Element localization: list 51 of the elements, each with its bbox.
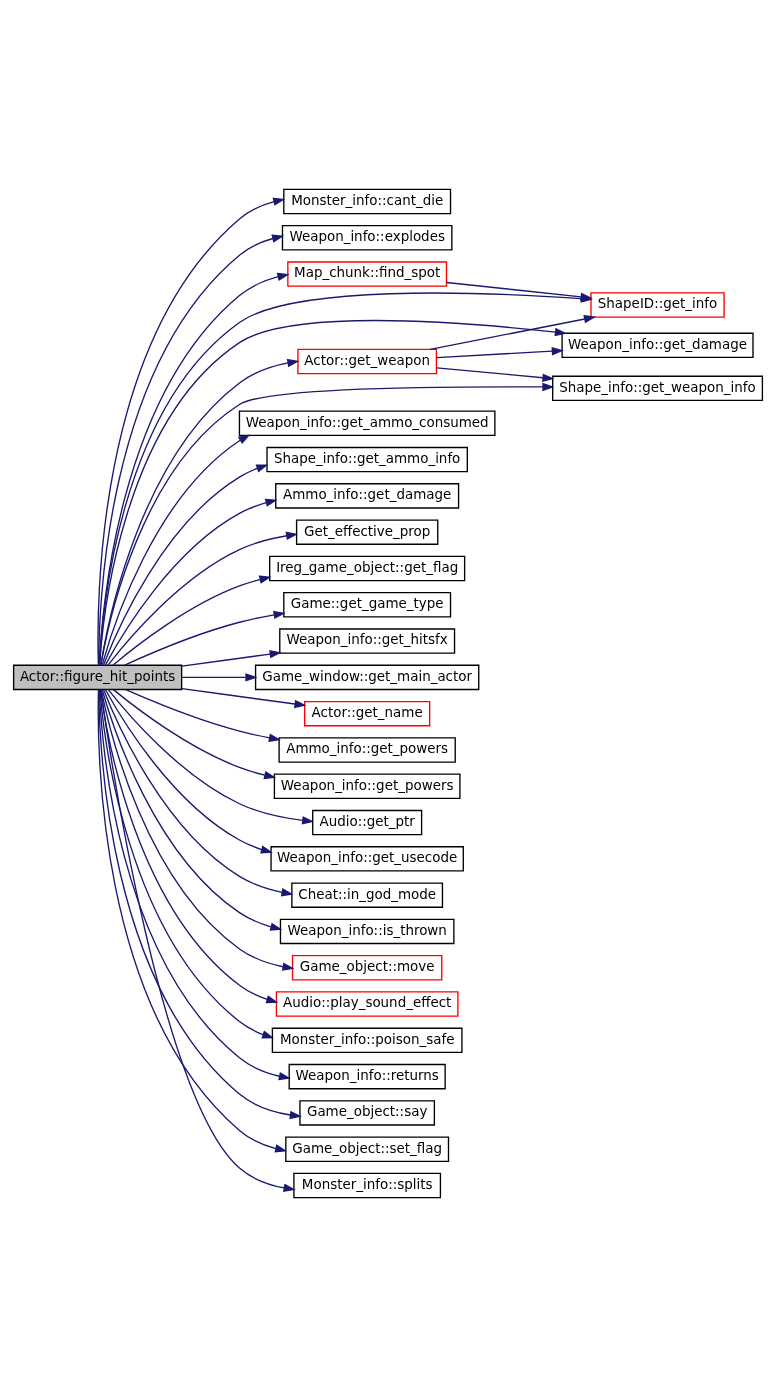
node-box: Game_window::get_main_actor [254, 664, 480, 691]
arrow [181, 673, 258, 682]
arrow [124, 610, 286, 666]
node-box: Actor::get_weapon [297, 348, 438, 375]
node-box: Weapon_info::get_usecode [270, 846, 464, 872]
node-box: Get_effective_prop [295, 519, 439, 545]
node-box: Weapon_info::explodes [281, 225, 453, 251]
arrow [107, 688, 315, 825]
node-box: Cheat::in_god_mode [291, 882, 444, 908]
node-box: Actor::figure_hit_points [12, 664, 183, 691]
arrow [181, 688, 307, 709]
node-box: Game_object::say [299, 1100, 436, 1126]
node-box: Shape_info::get_weapon_info [552, 375, 764, 402]
node-box: Weapon_info::get_damage [561, 332, 754, 359]
arrow [100, 689, 295, 971]
arrow [101, 434, 251, 666]
node-box: Ireg_game_object::get_flag [269, 555, 466, 582]
node-box: Monster_info::splits [293, 1172, 442, 1199]
arrow [112, 688, 277, 780]
arrow [101, 689, 283, 931]
node-box: Audio::get_ptr [312, 809, 423, 836]
arrow [100, 382, 555, 666]
arrow [102, 464, 269, 666]
arrow [112, 575, 272, 666]
node-box: Game::get_game_type [283, 592, 452, 618]
node-box: ShapeID::get_info [590, 292, 725, 318]
arrow [429, 314, 597, 350]
node-box: Ammo_info::get_damage [275, 483, 460, 509]
node-box: Weapon_info::get_hitsfx [279, 628, 456, 654]
arrow [181, 649, 282, 667]
arrow [102, 689, 294, 897]
node-box: Weapon_info::get_ammo_consumed [238, 410, 496, 437]
node-box: Shape_info::get_ammo_info [266, 446, 468, 473]
arrow [104, 498, 278, 666]
arrow [100, 358, 300, 666]
node-box: Monster_info::poison_safe [271, 1027, 463, 1054]
arrow [104, 689, 273, 854]
node-box: Weapon_info::get_powers [273, 773, 461, 800]
node-box: Map_chunk::find_spot [287, 261, 448, 287]
node-box: Ammo_info::get_powers [278, 737, 456, 763]
node-box: Weapon_info::is_thrown [279, 918, 455, 945]
arrow [125, 689, 281, 742]
node-box: Game_object::move [291, 954, 443, 981]
node-box: Monster_info::cant_die [283, 188, 452, 215]
node-box: Audio::play_sound_effect [275, 991, 459, 1017]
arrow [107, 531, 299, 666]
node-box: Game_object::set_flag [285, 1136, 450, 1162]
node-box: Weapon_info::returns [288, 1063, 446, 1090]
arrow [436, 346, 564, 359]
node-box: Actor::get_name [303, 700, 431, 727]
arrow [436, 367, 555, 382]
